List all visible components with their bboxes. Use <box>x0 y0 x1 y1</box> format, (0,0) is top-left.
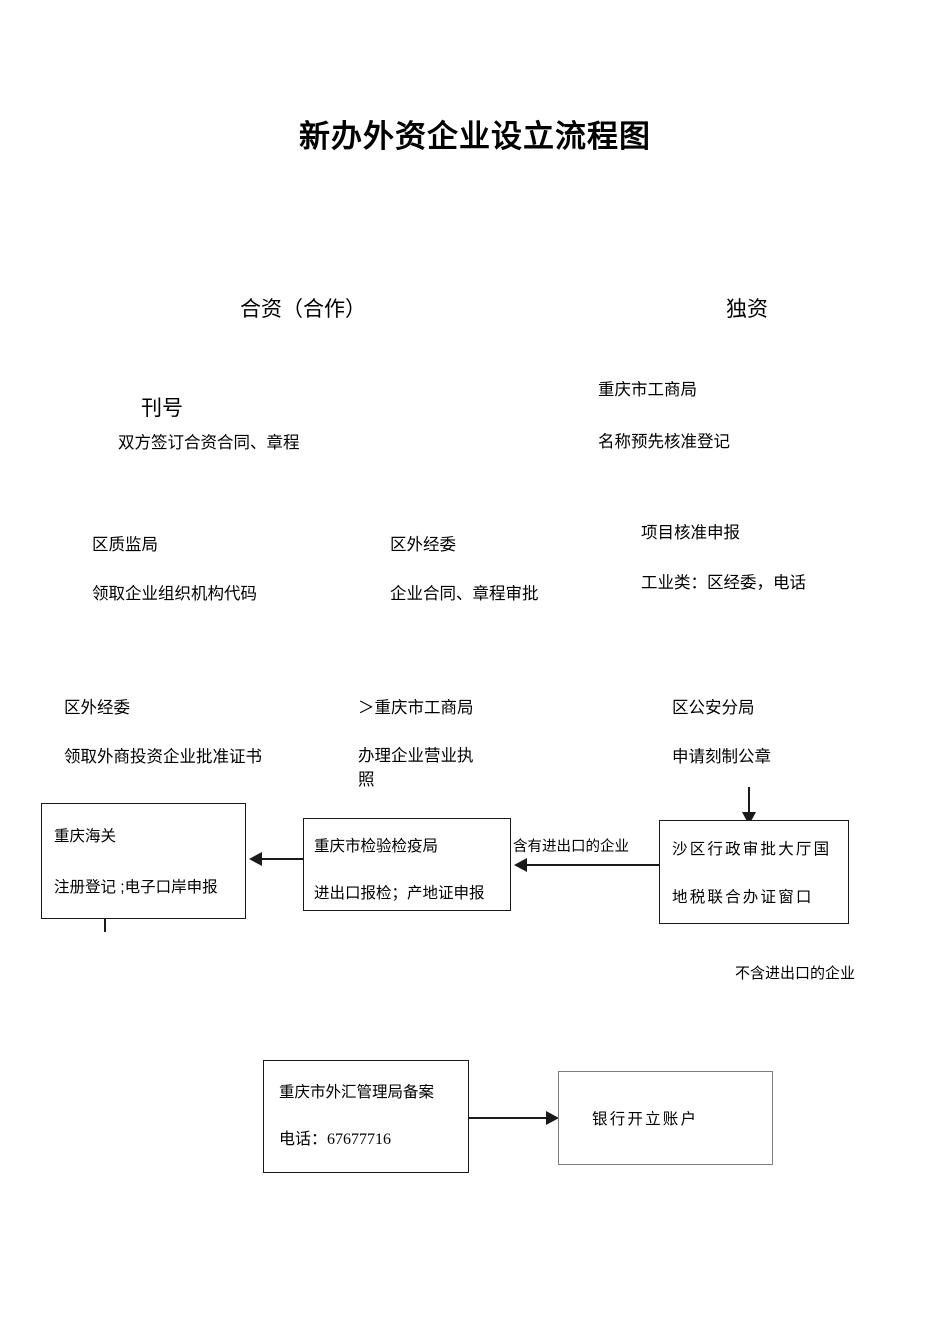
connector-forex-to-bank-line <box>469 1117 547 1119</box>
edge-label-without-import-export: 不含进出口的企业 <box>735 966 856 982</box>
step-district-public-security-bureau: 区公安分局 <box>672 699 755 717</box>
step-contract-articles-approval: 企业合同、章程审批 <box>390 585 539 603</box>
connector-admin-hall-to-inspection-arrowhead <box>514 858 527 872</box>
step-apply-official-seal: 申请刻制公章 <box>672 748 771 766</box>
box-inspection-quarantine-line2: 进出口报检；产地证申报 <box>314 885 485 902</box>
step-business-license: 办理企业营业执照 <box>358 747 474 789</box>
box-chongqing-customs-line1: 重庆海关 <box>54 828 117 845</box>
box-chongqing-customs-line2: 注册登记 ;电子口岸申报 <box>54 879 218 896</box>
step-sign-contract: 双方签订合资合同、章程 <box>118 434 300 452</box>
box-bank-account-label: 银行开立账户 <box>592 1111 699 1128</box>
step-industrial-category: 工业类：区经委，电话 <box>641 574 806 592</box>
step-project-approval-filing: 项目核准申报 <box>641 524 740 542</box>
connector-customs-stub <box>104 919 106 932</box>
step-get-approval-certificate: 领取外商投资企业批准证书 <box>64 748 262 766</box>
branch-header-joint-venture: 合资（合作） <box>240 298 366 321</box>
step-get-org-code: 领取企业组织机构代码 <box>92 585 257 603</box>
step-name-preapproval: 名称预先核准登记 <box>598 433 730 451</box>
step-issue-number: 刊号 <box>141 397 183 420</box>
box-admin-approval-hall-line2: 地税联合办证窗口 <box>672 889 814 906</box>
connector-inspection-to-customs-line <box>262 858 304 860</box>
box-admin-approval-hall: 沙区行政审批大厅国 地税联合办证窗口 <box>659 820 849 924</box>
step-district-foreign-economic-committee-2: 区外经委 <box>64 699 130 717</box>
box-foreign-exchange-line1: 重庆市外汇管理局备案 <box>279 1084 435 1101</box>
box-chongqing-customs: 重庆海关 注册登记 ;电子口岸申报 <box>41 803 246 919</box>
step-chongqing-industry-commerce-bureau: 重庆市工商局 <box>598 381 697 399</box>
step-district-quality-bureau: 区质监局 <box>92 536 158 554</box>
edge-label-with-import-export: 含有进出口的企业 <box>512 838 630 857</box>
box-foreign-exchange-administration: 重庆市外汇管理局备案 电话：67677716 <box>263 1060 469 1173</box>
connector-public-security-to-admin-hall-line <box>748 787 750 817</box>
connector-forex-to-bank-arrowhead <box>546 1111 559 1125</box>
page-title: 新办外资企业设立流程图 <box>299 119 651 154</box>
box-bank-account-opening: 银行开立账户 <box>558 1071 773 1165</box>
step-district-foreign-economic-committee-1: 区外经委 <box>390 536 456 554</box>
box-foreign-exchange-phone: 电话：67677716 <box>279 1131 392 1148</box>
connector-admin-hall-to-inspection-line <box>527 864 660 866</box>
box-inspection-quarantine-line1: 重庆市检验检疫局 <box>314 838 439 855</box>
box-admin-approval-hall-line1: 沙区行政审批大厅国 <box>672 841 832 858</box>
branch-header-wholly-owned: 独资 <box>726 298 768 321</box>
step-industry-commerce-marker: ＞重庆市工商局 <box>358 699 474 717</box>
box-inspection-quarantine-bureau: 重庆市检验检疫局 进出口报检；产地证申报 <box>303 818 511 911</box>
connector-inspection-to-customs-arrowhead <box>249 852 262 866</box>
